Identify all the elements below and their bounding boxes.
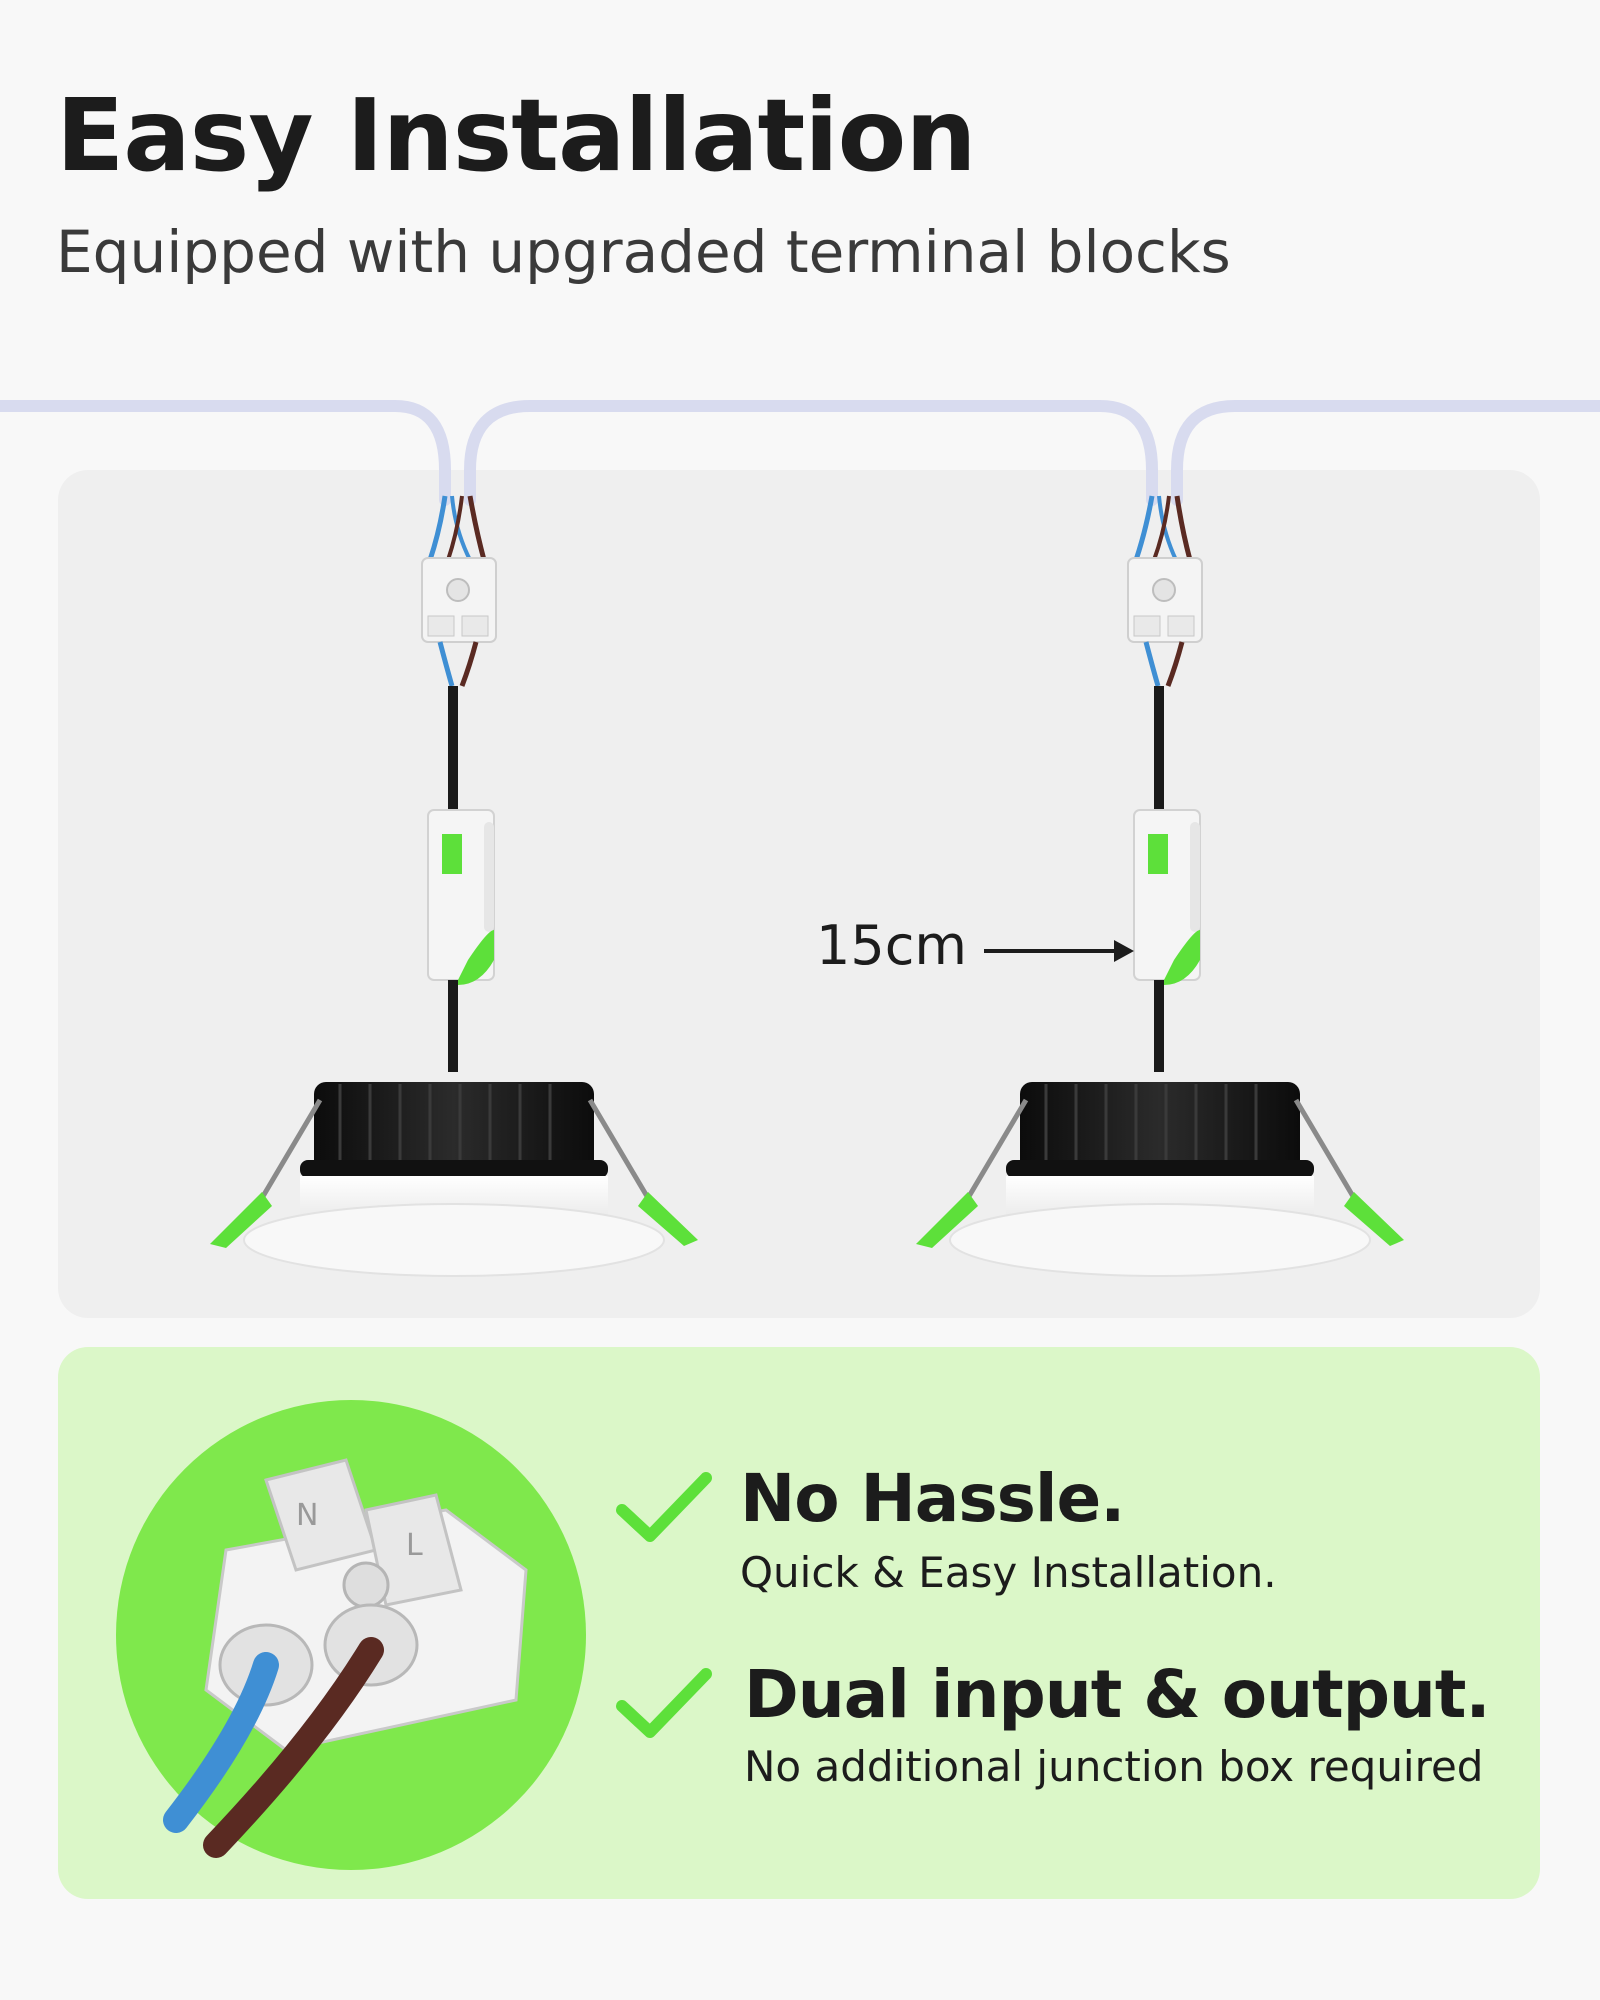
- terminal-connector-closeup: N L: [204, 1458, 528, 1752]
- driver-left: [427, 809, 495, 985]
- heatsink-left: [300, 1082, 608, 1184]
- feature-description: No additional junction box required: [744, 1742, 1484, 1791]
- distance-label: 15cm: [816, 914, 968, 977]
- feature-description: Quick & Easy Installation.: [740, 1548, 1277, 1597]
- l-mark: L: [406, 1528, 423, 1563]
- feature-no-hassle: No Hassle. Quick & Easy Installation.: [616, 1460, 1516, 1610]
- feature-title: No Hassle.: [740, 1460, 1125, 1537]
- downlight-right: [916, 495, 1404, 1277]
- page-title: Easy Installation: [56, 77, 977, 194]
- page-subtitle: Equipped with upgraded terminal blocks: [56, 218, 1231, 286]
- terminal-connector-right: [1127, 557, 1203, 643]
- feature-title: Dual input & output.: [744, 1656, 1491, 1733]
- supply-cable: [0, 400, 1600, 506]
- heatsink-right: [1006, 1082, 1314, 1184]
- check-icon: [616, 1472, 712, 1542]
- check-icon: [616, 1668, 712, 1738]
- downlight-left: [210, 495, 698, 1277]
- connector-closeup-image: N L: [116, 1400, 586, 1870]
- feature-dual-input-output: Dual input & output. No additional junct…: [616, 1656, 1536, 1806]
- driver-right: [1133, 809, 1201, 985]
- wiring-diagram: [0, 400, 1600, 1277]
- n-mark: N: [296, 1498, 318, 1533]
- terminal-connector-left: [421, 557, 497, 643]
- distance-arrow: [984, 940, 1134, 962]
